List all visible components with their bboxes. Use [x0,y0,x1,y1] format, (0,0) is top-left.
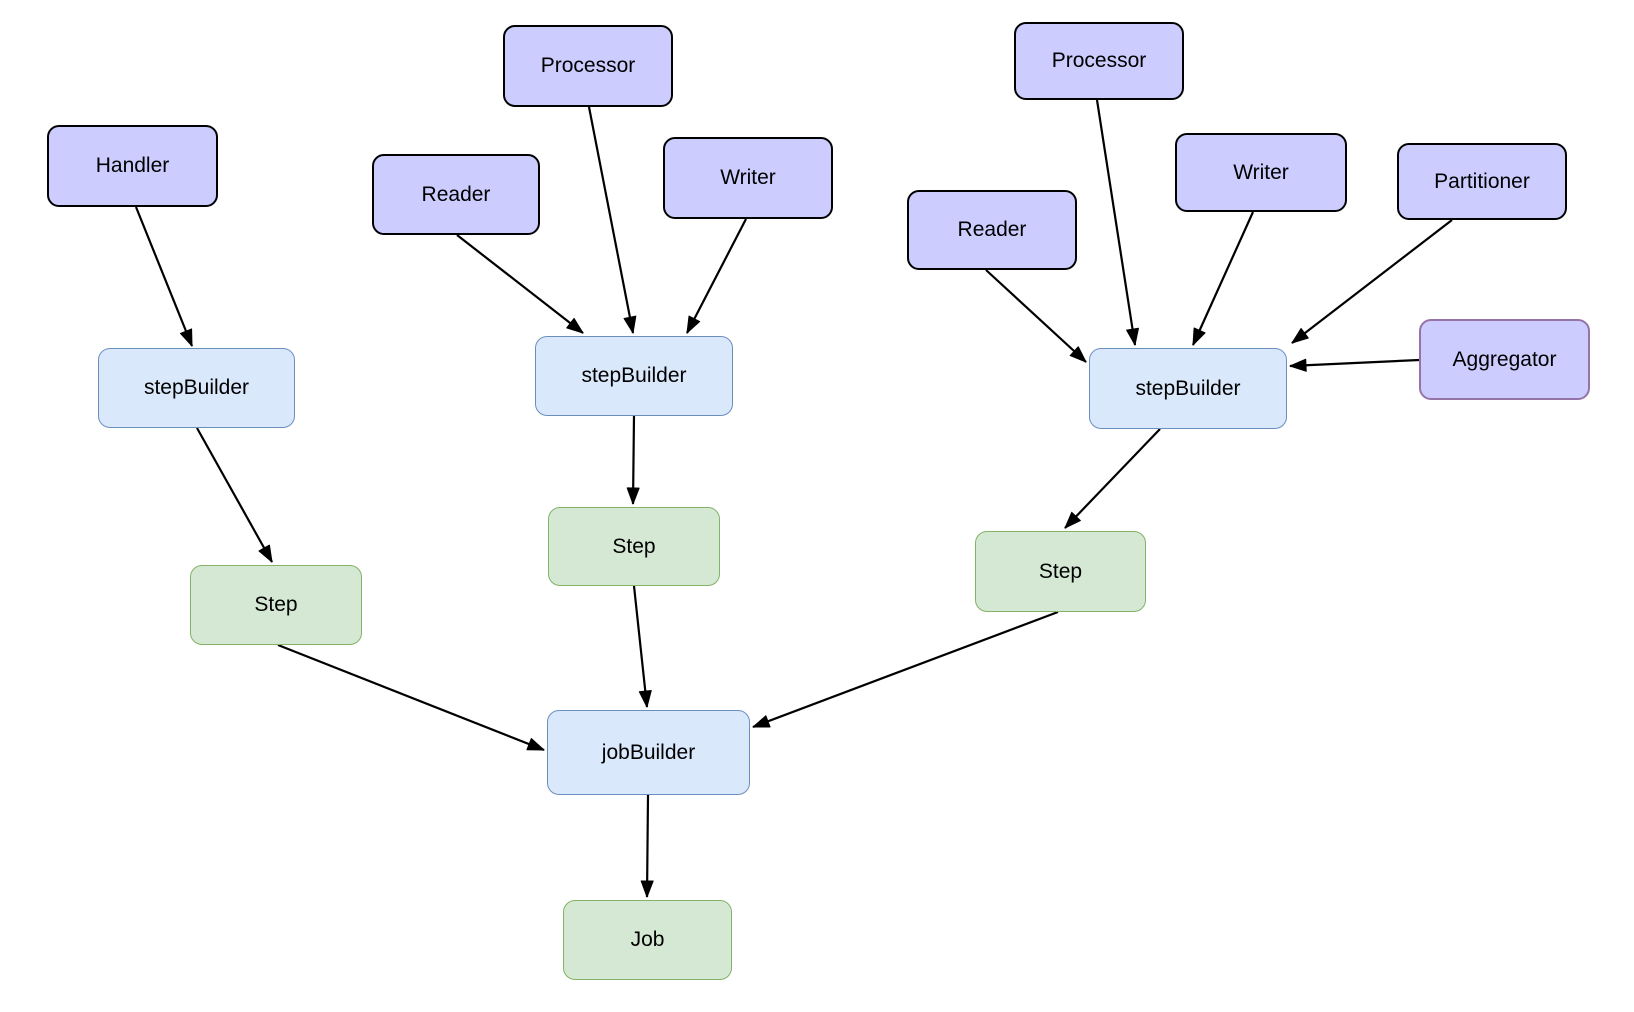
node-label: Writer [720,166,776,190]
edge-reader-2->step-builder-3 [985,269,1087,363]
node-handler: Handler [47,125,218,207]
edge-step-1->job-builder [277,643,545,752]
edge-step-3->job-builder [752,610,1059,729]
node-writer-2: Writer [1175,133,1347,212]
edge-step-builder-1->step-1 [196,427,273,563]
node-job: Job [563,900,732,980]
node-label: stepBuilder [143,376,250,400]
edge-writer-2->step-builder-3 [1191,211,1255,346]
edge-reader-1->step-builder-2 [456,234,584,334]
edge-aggregator->step-builder-3 [1289,358,1420,372]
edge-step-2->job-builder [632,585,652,708]
node-label: stepBuilder [1135,376,1241,400]
node-label: Handler [95,154,170,178]
node-aggregator: Aggregator [1419,319,1590,400]
edge-partitioner->step-builder-3 [1291,219,1453,344]
node-reader-1: Reader [372,154,540,235]
node-label: Writer [1233,160,1289,184]
node-writer-1: Writer [663,137,833,219]
edge-step-builder-3->step-3 [1064,428,1161,529]
node-label: Processor [540,54,636,78]
node-label: Reader [421,182,491,206]
node-step-1: Step [190,565,362,645]
node-label: Job [630,928,665,952]
node-label: Step [612,534,656,558]
node-label: Processor [1051,49,1147,73]
node-label: Partitioner [1434,169,1530,193]
node-label: Reader [957,218,1027,242]
node-reader-2: Reader [907,190,1077,270]
edge-processor-2->step-builder-3 [1095,99,1139,346]
node-partitioner: Partitioner [1397,143,1567,220]
node-label: jobBuilder [601,740,696,764]
edge-job-builder->job [640,794,654,898]
node-step-3: Step [975,531,1146,612]
node-step-2: Step [548,507,720,586]
node-label: Step [254,593,298,617]
node-step-builder-1: stepBuilder [98,348,295,428]
node-step-builder-2: stepBuilder [535,336,733,416]
edge-handler->step-builder-1 [134,206,194,347]
node-label: stepBuilder [581,364,687,388]
node-label: Aggregator [1452,347,1557,371]
node-step-builder-3: stepBuilder [1089,348,1287,429]
edge-writer-1->step-builder-2 [686,218,747,334]
edge-step-builder-2->step-2 [626,415,640,505]
node-label: Step [1038,559,1083,583]
node-job-builder: jobBuilder [547,710,750,795]
node-processor-2: Processor [1014,22,1184,100]
edge-processor-1->step-builder-2 [587,106,637,334]
node-processor-1: Processor [503,25,673,107]
